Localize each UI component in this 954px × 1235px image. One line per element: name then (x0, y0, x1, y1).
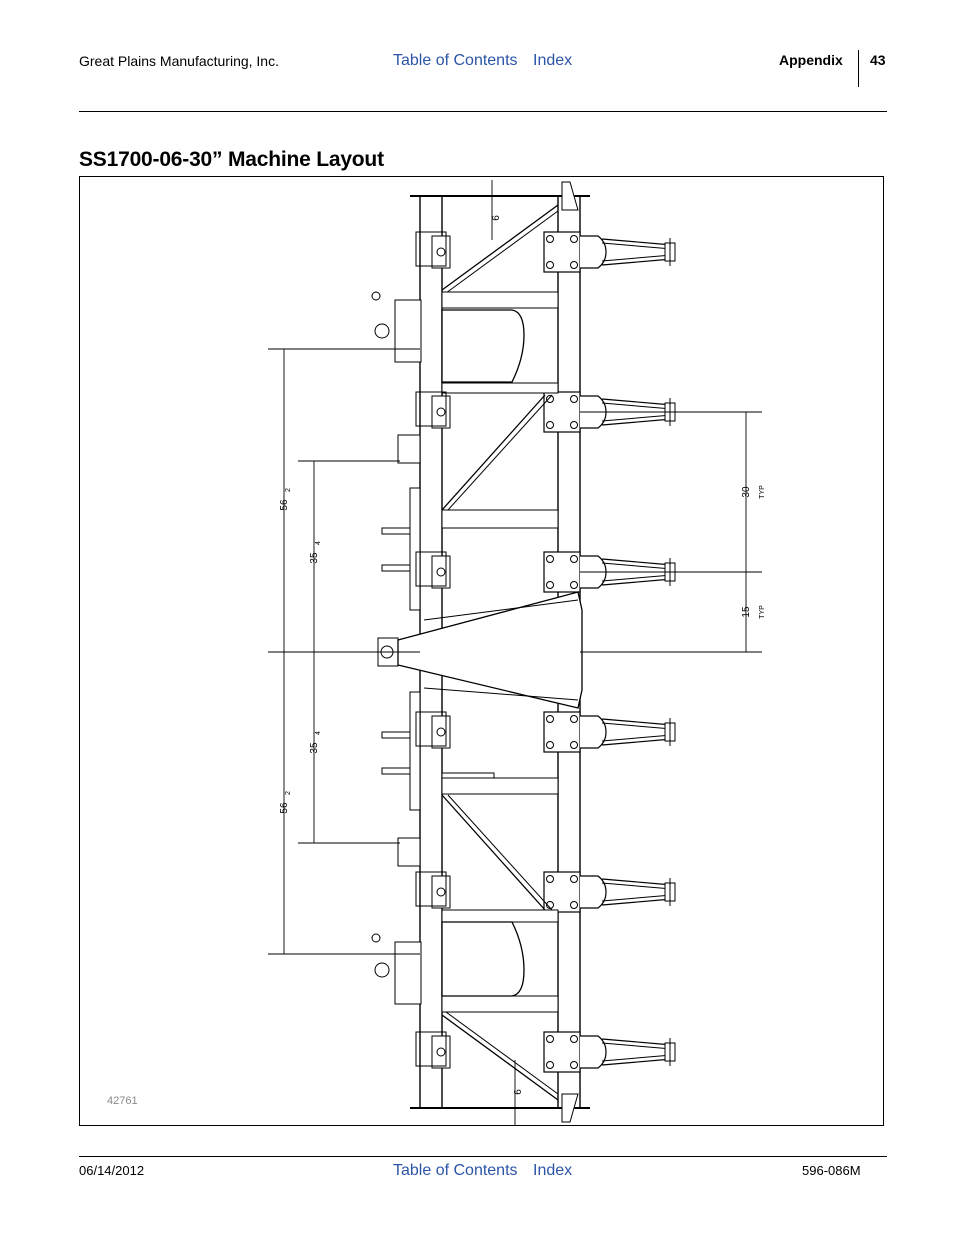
page-title: SS1700-06-30” Machine Layout (79, 148, 384, 171)
dim-outer-bottom-frac: 2 (285, 791, 292, 795)
section-name: Appendix (779, 52, 843, 68)
figure-frame (79, 176, 884, 1126)
footer-date: 06/14/2012 (79, 1163, 145, 1178)
dim-outer-bottom: 56 (279, 802, 290, 814)
index-link-footer[interactable]: Index (533, 1162, 573, 1179)
dim-spacing: 30 (741, 486, 752, 498)
toc-link-footer[interactable]: Table of Contents (393, 1162, 518, 1179)
dim-outer-top: 56 (279, 499, 290, 511)
toc-link-header[interactable]: Table of Contents (393, 52, 518, 69)
dim-outer-top-frac: 2 (285, 488, 292, 492)
dim-inner-bottom-frac: 4 (315, 731, 322, 735)
dim-end-offset-top: 6 (491, 215, 502, 221)
header-separator (858, 50, 859, 87)
doc-number: 596-086M (802, 1163, 861, 1178)
dim-inner-top: 35 (309, 552, 320, 564)
dim-inner-bottom: 35 (309, 742, 320, 754)
dim-half-spacing: 15 (741, 606, 752, 618)
dim-inner-top-frac: 4 (315, 541, 322, 545)
index-link-header[interactable]: Index (533, 52, 573, 69)
dim-half-spacing-typ: TYP (759, 605, 766, 619)
dim-end-offset-bottom: 6 (513, 1089, 524, 1095)
company-name: Great Plains Manufacturing, Inc. (79, 53, 279, 69)
header-rule (79, 111, 887, 112)
footer-rule (79, 1156, 887, 1157)
page-number: 43 (870, 52, 886, 68)
figure-id: 42761 (107, 1095, 138, 1107)
dim-spacing-typ: TYP (759, 485, 766, 499)
